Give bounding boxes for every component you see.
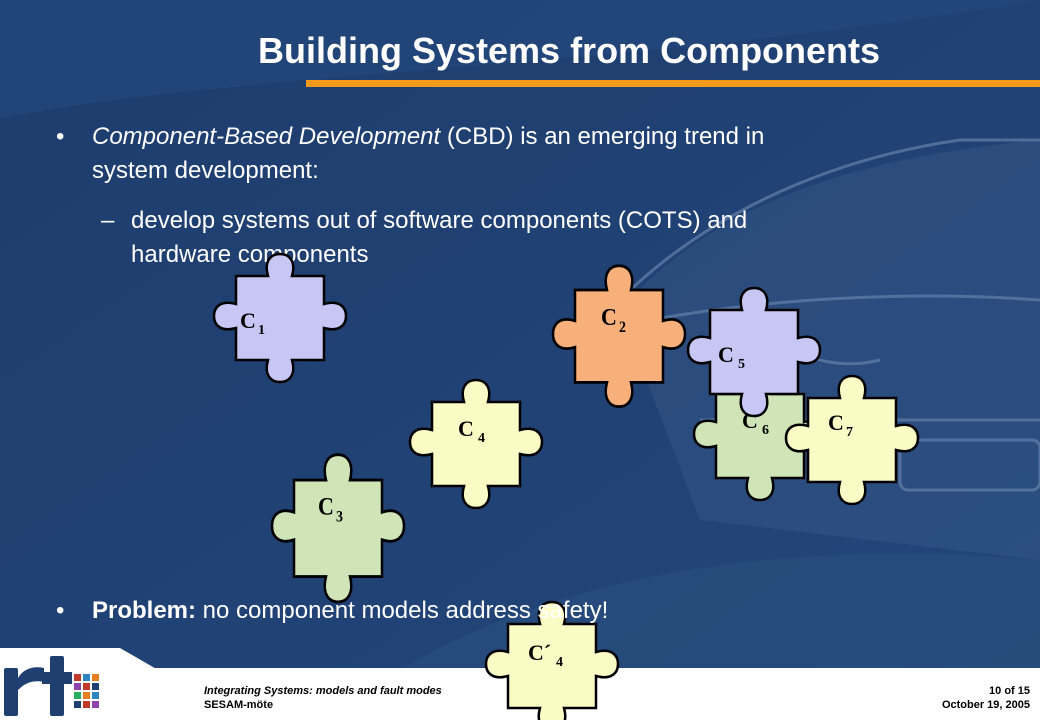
piece-c3[interactable]: C 3 (270, 453, 406, 604)
piece-c3-shape (270, 453, 406, 604)
piece-c7-letter: C (828, 410, 844, 435)
bullet-problem: • Problem: no component models address s… (56, 594, 812, 628)
dash-mark: – (101, 207, 115, 234)
piece-c1-sub: 1 (258, 323, 265, 338)
bullet-cbd: • Component-Based Development (CBD) is a… (56, 120, 772, 188)
footer-left: Integrating Systems: models and fault mo… (204, 684, 442, 712)
logo-text: rts (104, 706, 115, 717)
piece-c7-shape (784, 374, 920, 506)
piece-c1-letter: C (240, 308, 256, 333)
footer-date: October 19, 2005 (941, 699, 1030, 711)
piece-c3-sub: 3 (336, 509, 343, 526)
bullet-mark-problem: • (56, 597, 65, 624)
title-accent-bar (306, 80, 1040, 87)
footer-presentation-title: Integrating Systems: models and fault mo… (204, 685, 442, 697)
piece-c3-letter: C (318, 493, 334, 521)
subbullet-develop: – develop systems out of software compon… (101, 204, 811, 272)
piece-c7[interactable]: C 7 (784, 374, 920, 506)
piece-c7-sub: 7 (846, 425, 853, 440)
footer-event: SESAM-möte (204, 699, 274, 711)
piece-c2-sub: 2 (619, 319, 626, 336)
piece-c1-shape (212, 252, 348, 384)
piece-c4-letter: C (458, 416, 474, 441)
piece-c4-prime-letter: C´ (528, 640, 551, 665)
logo-dot-grid (74, 674, 99, 708)
rts-logo: rts (4, 656, 115, 717)
bullet-cbd-text: (CBD) is an emerging trend in system dev… (92, 123, 765, 184)
piece-c2-letter: C (601, 304, 617, 331)
piece-c4-prime[interactable]: C´ 4 (484, 600, 620, 720)
slide-title: Building Systems from Components (258, 30, 881, 71)
piece-c2-shape (551, 264, 687, 408)
piece-c4-prime-sub: 4 (556, 655, 563, 670)
footer-right: 10 of 15 October 19, 2005 (942, 684, 1030, 712)
piece-c4-shape (408, 378, 544, 510)
piece-c1[interactable]: C 1 (212, 252, 348, 384)
piece-c4-sub: 4 (478, 431, 485, 446)
subbullet-develop-text: develop systems out of software componen… (131, 207, 748, 268)
bullet-mark: • (56, 123, 65, 150)
piece-c4[interactable]: C 4 (408, 378, 544, 510)
piece-c5-sub: 5 (738, 357, 745, 372)
bullet-problem-text: no component models address safety! (196, 597, 609, 624)
piece-c5-letter: C (718, 342, 734, 367)
bullet-problem-label: Problem: (92, 597, 197, 624)
page-number: 10 of 15 (989, 685, 1030, 697)
piece-c2[interactable]: C 2 (551, 264, 687, 408)
piece-c6-sub: 6 (762, 423, 769, 438)
bullet-cbd-term: Component-Based Development (92, 123, 441, 150)
piece-c5[interactable]: C 5 (686, 286, 822, 418)
